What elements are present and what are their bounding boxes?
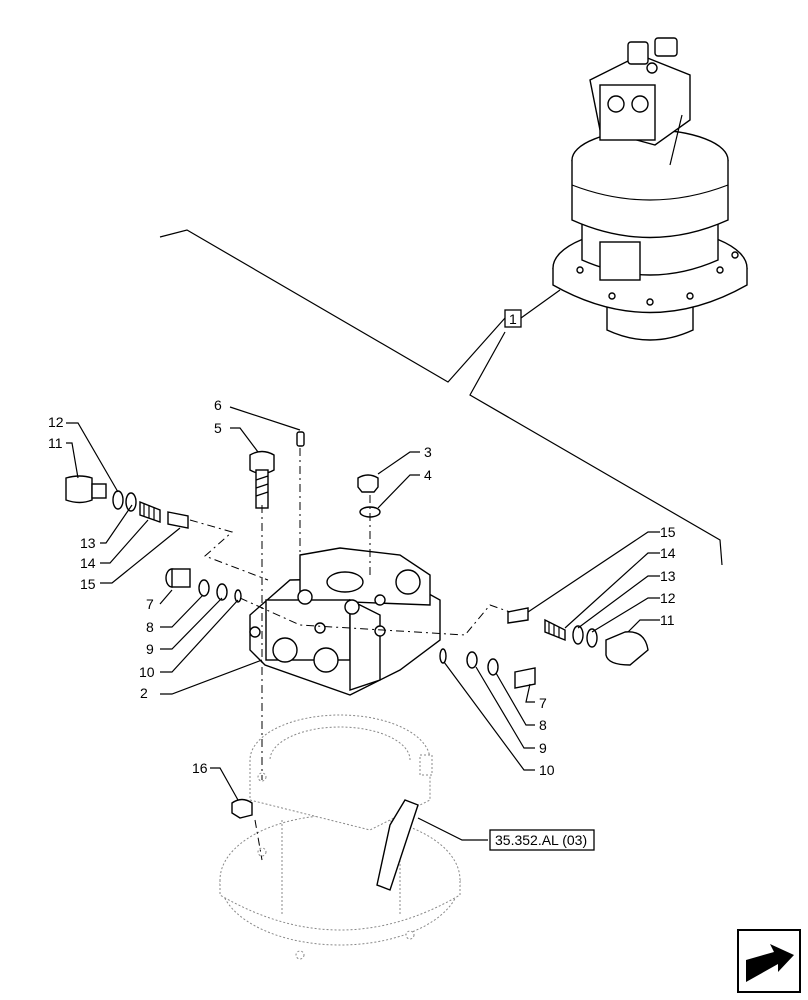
pin-6 [296,431,305,447]
lower-housing-phantom [219,714,461,960]
callout-3: 3 [424,444,432,460]
callout-9-left: 9 [146,641,154,657]
callout-2: 2 [140,685,148,701]
callout-10-left: 10 [139,664,155,680]
callout-16: 16 [192,760,208,776]
callout-labels: 1 2 3 4 5 6 7 7 8 8 9 9 10 10 11 11 12 1… [48,309,676,851]
callout-10-right: 10 [539,762,555,778]
left-relief-valve-set [65,475,242,603]
callout-11-right: 11 [660,612,675,628]
callout-11-left: 11 [48,435,63,451]
callout-9-right: 9 [539,740,547,756]
callout-8-right: 8 [539,717,547,733]
callout-12-left: 12 [48,414,64,430]
callout-6: 6 [214,397,222,413]
callout-14-right: 14 [660,545,676,561]
callout-4: 4 [424,467,432,483]
reference-box-frame [489,829,595,851]
callout-15-left: 15 [80,576,96,592]
assembly-centerlines [189,448,511,861]
callout-1-box [504,309,522,328]
callout-12-right: 12 [660,590,676,606]
arrow-navigation-icon[interactable] [737,929,801,993]
callout-13-left: 13 [80,535,96,551]
callout-1: 1 [509,311,517,327]
callout-7-right: 7 [539,695,547,711]
callout-14-left: 14 [80,555,96,571]
reference-box[interactable]: 35.352.AL (03) [495,832,587,848]
callout-13-right: 13 [660,568,676,584]
assembly-leader-lines [159,229,723,566]
callout-7-left: 7 [146,596,154,612]
bolt-5 [249,450,275,509]
right-relief-valve-set [439,607,649,689]
plug-16 [231,798,253,819]
callout-5: 5 [214,420,222,436]
swing-motor-assembly [552,37,748,341]
plug-3 [357,474,379,493]
callout-15-right: 15 [660,524,676,540]
callout-leaders [66,406,660,841]
valve-block [249,547,441,696]
callout-8-left: 8 [146,619,154,635]
